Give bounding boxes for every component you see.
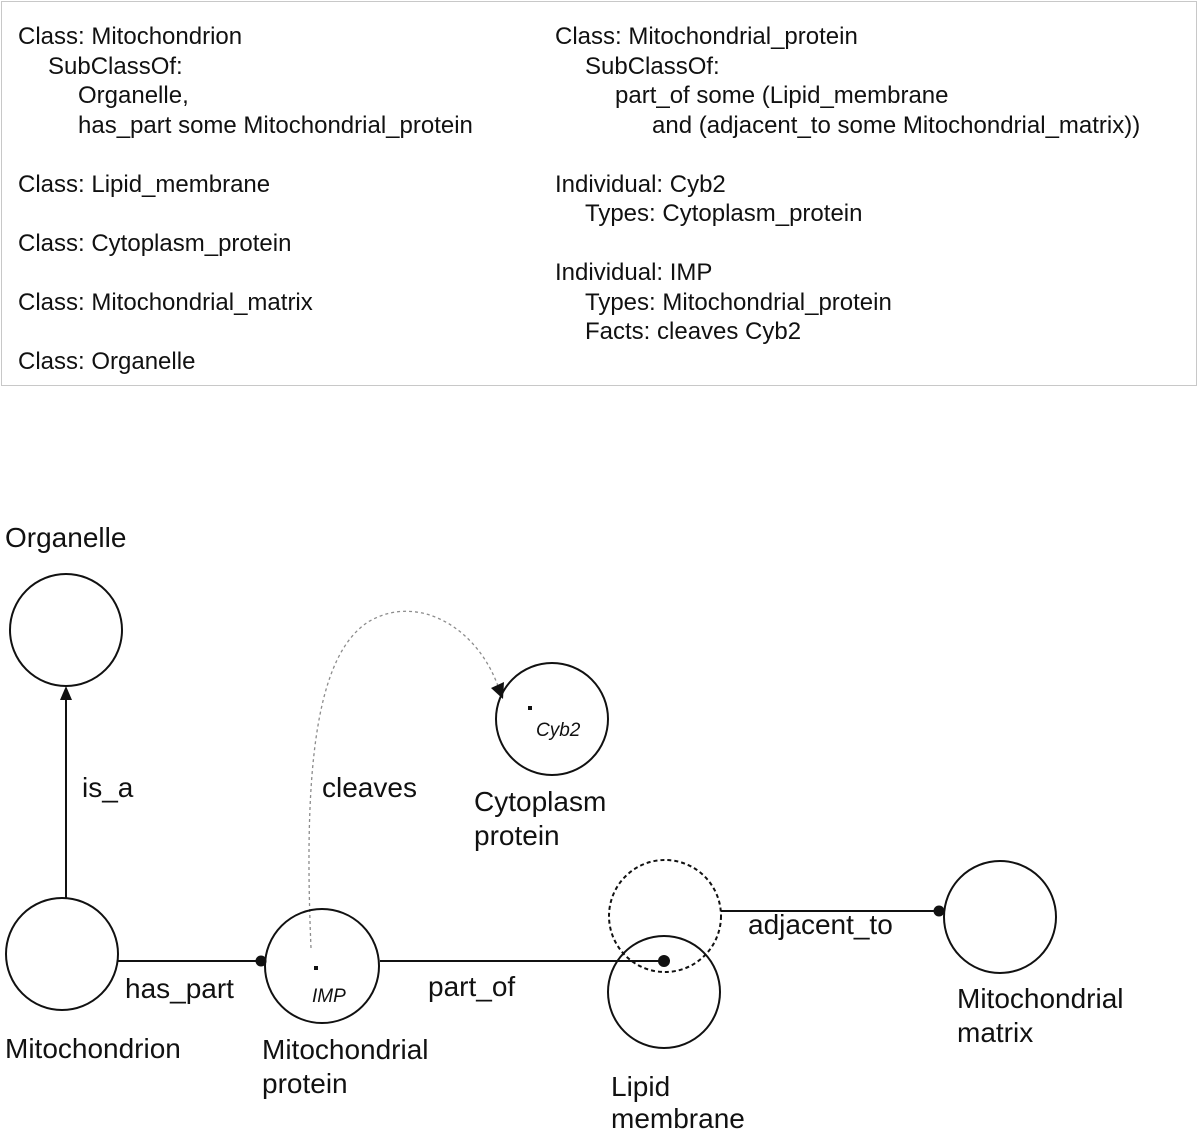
- axiom-line: Types: Mitochondrial_protein: [585, 288, 892, 316]
- cytoplasm-protein-class-circle: [495, 662, 609, 776]
- part-of-endpoint: [658, 955, 670, 967]
- lipid-membrane-class-circle: [607, 935, 721, 1049]
- axiom-line: Organelle,: [78, 82, 189, 109]
- axiom-line: Individual: Cyb2: [555, 170, 726, 198]
- is-a-arrowhead: [60, 686, 72, 700]
- mitochondrion-label: Mitochondrion: [5, 1033, 181, 1064]
- mitochondrial-protein-label-line1: Mitochondrial: [262, 1034, 429, 1065]
- lipid-membrane-label-line1: Lipid: [611, 1071, 670, 1102]
- mitochondrial-protein-class-circle: [264, 908, 380, 1024]
- cytoplasm-protein-label-line2: protein: [474, 820, 560, 851]
- axiom-line: Facts: cleaves Cyb2: [585, 318, 802, 345]
- axiom-line: Class: Organelle: [18, 347, 196, 375]
- mitochondrial-matrix-label-line2: matrix: [957, 1017, 1033, 1048]
- axiom-line: Class: Mitochondrion: [18, 23, 243, 50]
- cytoplasm-protein-label-line1: Cytoplasm: [474, 786, 606, 817]
- part-of-edge-label: part_of: [428, 971, 515, 1002]
- cleaves-edge: [308, 610, 501, 949]
- cyb2-individual-label: Cyb2: [536, 720, 581, 741]
- axiom-line: Class: Cytoplasm_protein: [18, 229, 292, 257]
- axiom-line: SubClassOf:: [48, 52, 183, 80]
- mitochondrial-protein-label-line2: protein: [262, 1068, 348, 1099]
- cyb2-individual-dot: [528, 706, 532, 710]
- axiom-line: Individual: IMP: [555, 259, 713, 286]
- organelle-label: Organelle: [5, 522, 126, 553]
- imp-individual-label: IMP: [312, 986, 346, 1007]
- axiom-line: Class: Lipid_membrane: [18, 170, 271, 198]
- mitochondrion-class-circle: [5, 897, 119, 1011]
- is-a-edge-label: is_a: [82, 772, 134, 803]
- adjacent-to-endpoint: [933, 905, 945, 917]
- has-part-endpoint: [255, 955, 267, 967]
- axiom-line: has_part some Mitochondrial_protein: [78, 111, 473, 139]
- cleaves-edge-label: cleaves: [322, 772, 417, 803]
- has-part-edge-label: has_part: [125, 973, 234, 1004]
- imp-individual-dot: [314, 966, 318, 970]
- organelle-class-circle: [9, 573, 123, 687]
- lipid-membrane-label-line2: membrane: [611, 1103, 745, 1133]
- anonymous-class-dotted-circle: [608, 859, 722, 973]
- axiom-line: part_of some (Lipid_membrane: [615, 82, 949, 109]
- axiom-line: SubClassOf:: [585, 52, 720, 80]
- axiom-line: Class: Mitochondrial_protein: [555, 23, 858, 50]
- axiom-line: Class: Mitochondrial_matrix: [18, 288, 313, 316]
- axiom-line: Types: Cytoplasm_protein: [585, 200, 863, 227]
- mitochondrial-matrix-class-circle: [943, 860, 1057, 974]
- mitochondrial-matrix-label-line1: Mitochondrial: [957, 983, 1124, 1014]
- adjacent-to-edge-label: adjacent_to: [748, 909, 893, 940]
- axiom-line: and (adjacent_to some Mitochondrial_matr…: [652, 111, 1141, 139]
